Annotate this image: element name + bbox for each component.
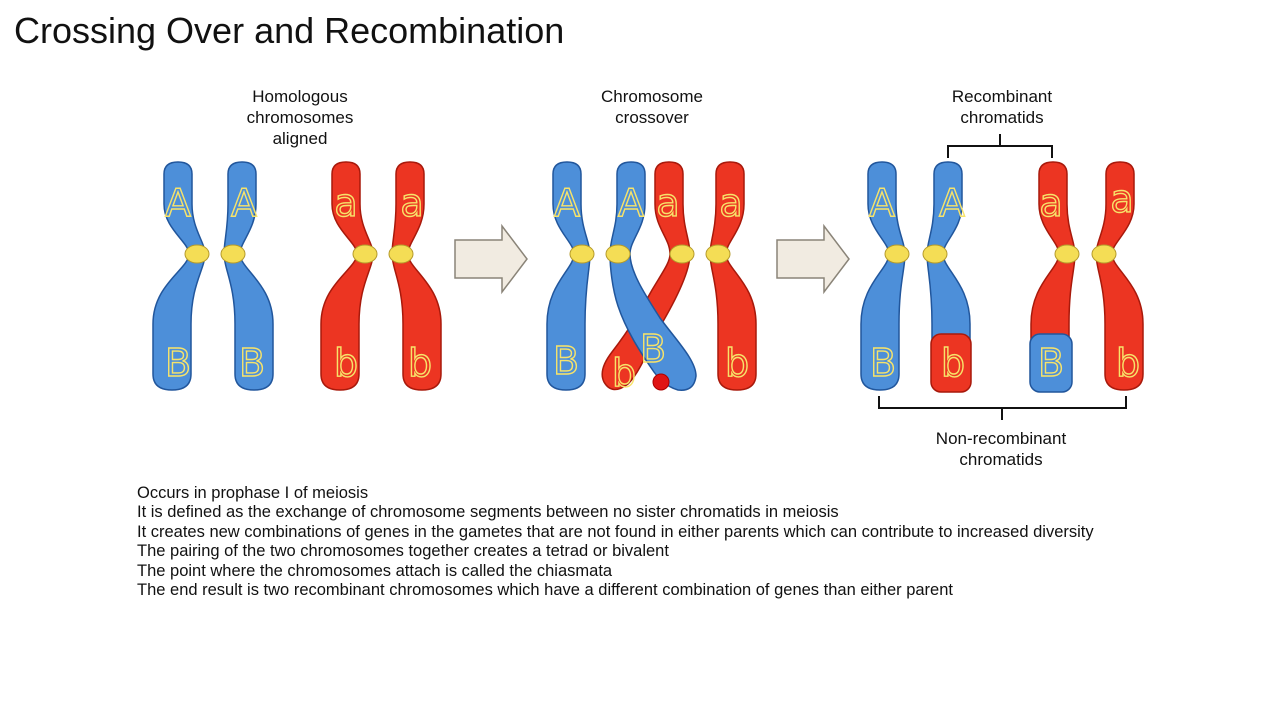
allele-label: a — [719, 181, 742, 225]
red-chromosome-chromatid-right — [391, 161, 442, 391]
recombinant-segment-red — [930, 333, 972, 393]
right-arrow-icon — [776, 223, 850, 295]
allele-label: B — [640, 327, 666, 371]
centromere — [884, 244, 910, 264]
centromere — [1054, 244, 1080, 264]
note-line: The point where the chromosomes attach i… — [137, 561, 613, 580]
centromere — [352, 244, 378, 264]
note-line: Occurs in prophase I of meiosis — [137, 484, 369, 502]
centromere — [220, 244, 246, 264]
red-chromatid-non-recombinant — [1095, 161, 1144, 391]
bracket-label-non-recombinant: Non-recombinant chromatids — [935, 429, 1067, 469]
note-line: It is defined as the exchange of chromos… — [137, 503, 839, 522]
allele-label: A — [231, 181, 257, 225]
right-arrow-icon — [454, 223, 528, 295]
allele-label: a — [656, 181, 679, 225]
red-crossover-chromatid — [601, 161, 691, 391]
allele-label: a — [1039, 181, 1062, 225]
allele-label: B — [553, 339, 579, 383]
note-line: The end result is two recombinant chromo… — [137, 581, 953, 600]
allele-label: b — [725, 341, 749, 385]
stage-caption-crossover: Chromosome crossover — [600, 87, 704, 127]
centromere — [569, 244, 595, 264]
allele-label: b — [612, 351, 636, 395]
allele-label: a — [1110, 177, 1133, 221]
allele-label: B — [165, 341, 191, 385]
allele-label: b — [408, 341, 432, 385]
allele-label: B — [1038, 341, 1064, 385]
allele-label: A — [618, 181, 644, 225]
slide-title: Crossing Over and Recombination — [14, 10, 565, 51]
red-chromatid — [709, 161, 757, 391]
centromere — [705, 244, 731, 264]
allele-label: a — [334, 181, 357, 225]
allele-label: b — [1116, 341, 1140, 385]
allele-label: B — [239, 341, 265, 385]
note-line: The pairing of the two chromosomes toget… — [137, 542, 669, 561]
non-recombinant-bracket — [878, 396, 1127, 420]
blue-chromosome-chromatid-right — [223, 161, 274, 391]
red-chromosome-chromatid-left — [320, 161, 374, 391]
allele-label: A — [554, 181, 580, 225]
stage-caption-aligned: Homologous chromosomes aligned — [246, 87, 354, 148]
blue-chromatid — [546, 161, 591, 391]
allele-label: a — [400, 181, 423, 225]
centromere — [184, 244, 210, 264]
allele-label: A — [165, 181, 191, 225]
centromere — [669, 244, 695, 264]
allele-label: A — [869, 181, 895, 225]
allele-label: B — [870, 341, 896, 385]
centromere — [922, 244, 948, 264]
recombinant-bracket — [947, 134, 1053, 158]
blue-crossover-chromatid — [609, 161, 697, 391]
note-line: It creates new combinations of genes in … — [137, 522, 1094, 541]
allele-label: b — [941, 341, 965, 385]
centromere — [1091, 244, 1117, 264]
allele-label: b — [334, 341, 358, 385]
recombinant-segment-blue — [1029, 333, 1073, 393]
allele-label: A — [939, 181, 965, 225]
stage-caption-recombinant: Recombinant chromatids — [951, 87, 1053, 127]
blue-chromosome-chromatid-left — [152, 161, 206, 391]
centromere — [605, 244, 631, 264]
chiasma-dot — [652, 373, 670, 391]
blue-chromatid-non-recombinant — [860, 161, 906, 391]
centromere — [388, 244, 414, 264]
